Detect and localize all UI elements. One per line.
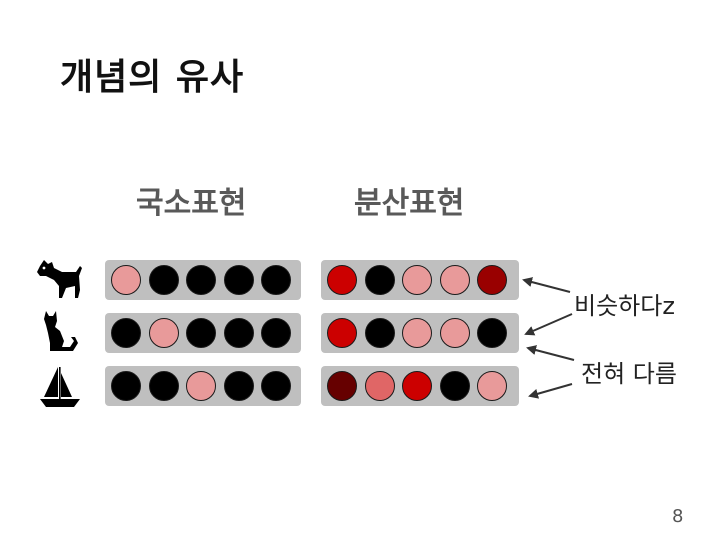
local-vector-dog (105, 260, 301, 300)
local-unit-cat-4 (223, 318, 254, 348)
distributed-unit-sailboat-3 (402, 371, 432, 401)
distributed-unit-cat-1 (327, 318, 357, 348)
local-unit-sailboat-5 (261, 371, 291, 401)
distributed-unit-sailboat-4 (439, 371, 470, 401)
arrow-different-boat (528, 383, 573, 399)
local-unit-cat-2 (148, 318, 179, 348)
distributed-unit-sailboat-2 (364, 371, 395, 401)
page-number: 8 (672, 506, 684, 527)
sailboat-icon (40, 367, 80, 407)
local-unit-sailboat-2 (148, 371, 179, 401)
distributed-representation-header: 분산표현 (354, 186, 465, 221)
distributed-unit-cat-5 (477, 318, 507, 348)
distributed-unit-sailboat-5 (477, 371, 507, 401)
cat-icon (44, 311, 78, 351)
distributed-unit-cat-3 (402, 318, 432, 348)
local-unit-cat-3 (186, 318, 216, 348)
similar-annotation: 비슷하다z (574, 292, 675, 320)
distributed-unit-dog-5 (477, 265, 507, 295)
local-unit-dog-5 (261, 265, 291, 295)
distributed-unit-dog-2 (364, 265, 395, 295)
local-unit-sailboat-4 (223, 371, 254, 401)
different-annotation: 전혀 다름 (581, 360, 677, 388)
arrow-similar-dog (522, 277, 571, 293)
local-unit-cat-5 (261, 318, 291, 348)
local-unit-dog-3 (186, 265, 216, 295)
distributed-unit-cat-4 (439, 318, 470, 348)
distributed-unit-dog-4 (439, 265, 470, 295)
distributed-unit-cat-2 (364, 318, 395, 348)
slide-title: 개념의 유사 (60, 57, 245, 98)
distributed-unit-dog-3 (402, 265, 432, 295)
arrow-similar-cat (524, 313, 573, 336)
local-unit-sailboat-1 (111, 371, 141, 401)
arrow-different-cat (526, 345, 575, 361)
local-vector-cat (105, 313, 301, 353)
distributed-vector-cat (321, 313, 519, 353)
local-representation-header: 국소표현 (136, 186, 247, 221)
distributed-unit-dog-1 (327, 265, 357, 295)
local-unit-cat-1 (111, 318, 141, 348)
local-unit-dog-1 (111, 265, 141, 295)
dog-icon (37, 260, 82, 298)
local-unit-sailboat-3 (186, 371, 216, 401)
local-unit-dog-2 (148, 265, 179, 295)
distributed-unit-sailboat-1 (327, 371, 357, 401)
distributed-vector-dog (321, 260, 519, 300)
distributed-vector-sailboat (321, 366, 519, 406)
local-vector-sailboat (105, 366, 301, 406)
local-unit-dog-4 (223, 265, 254, 295)
